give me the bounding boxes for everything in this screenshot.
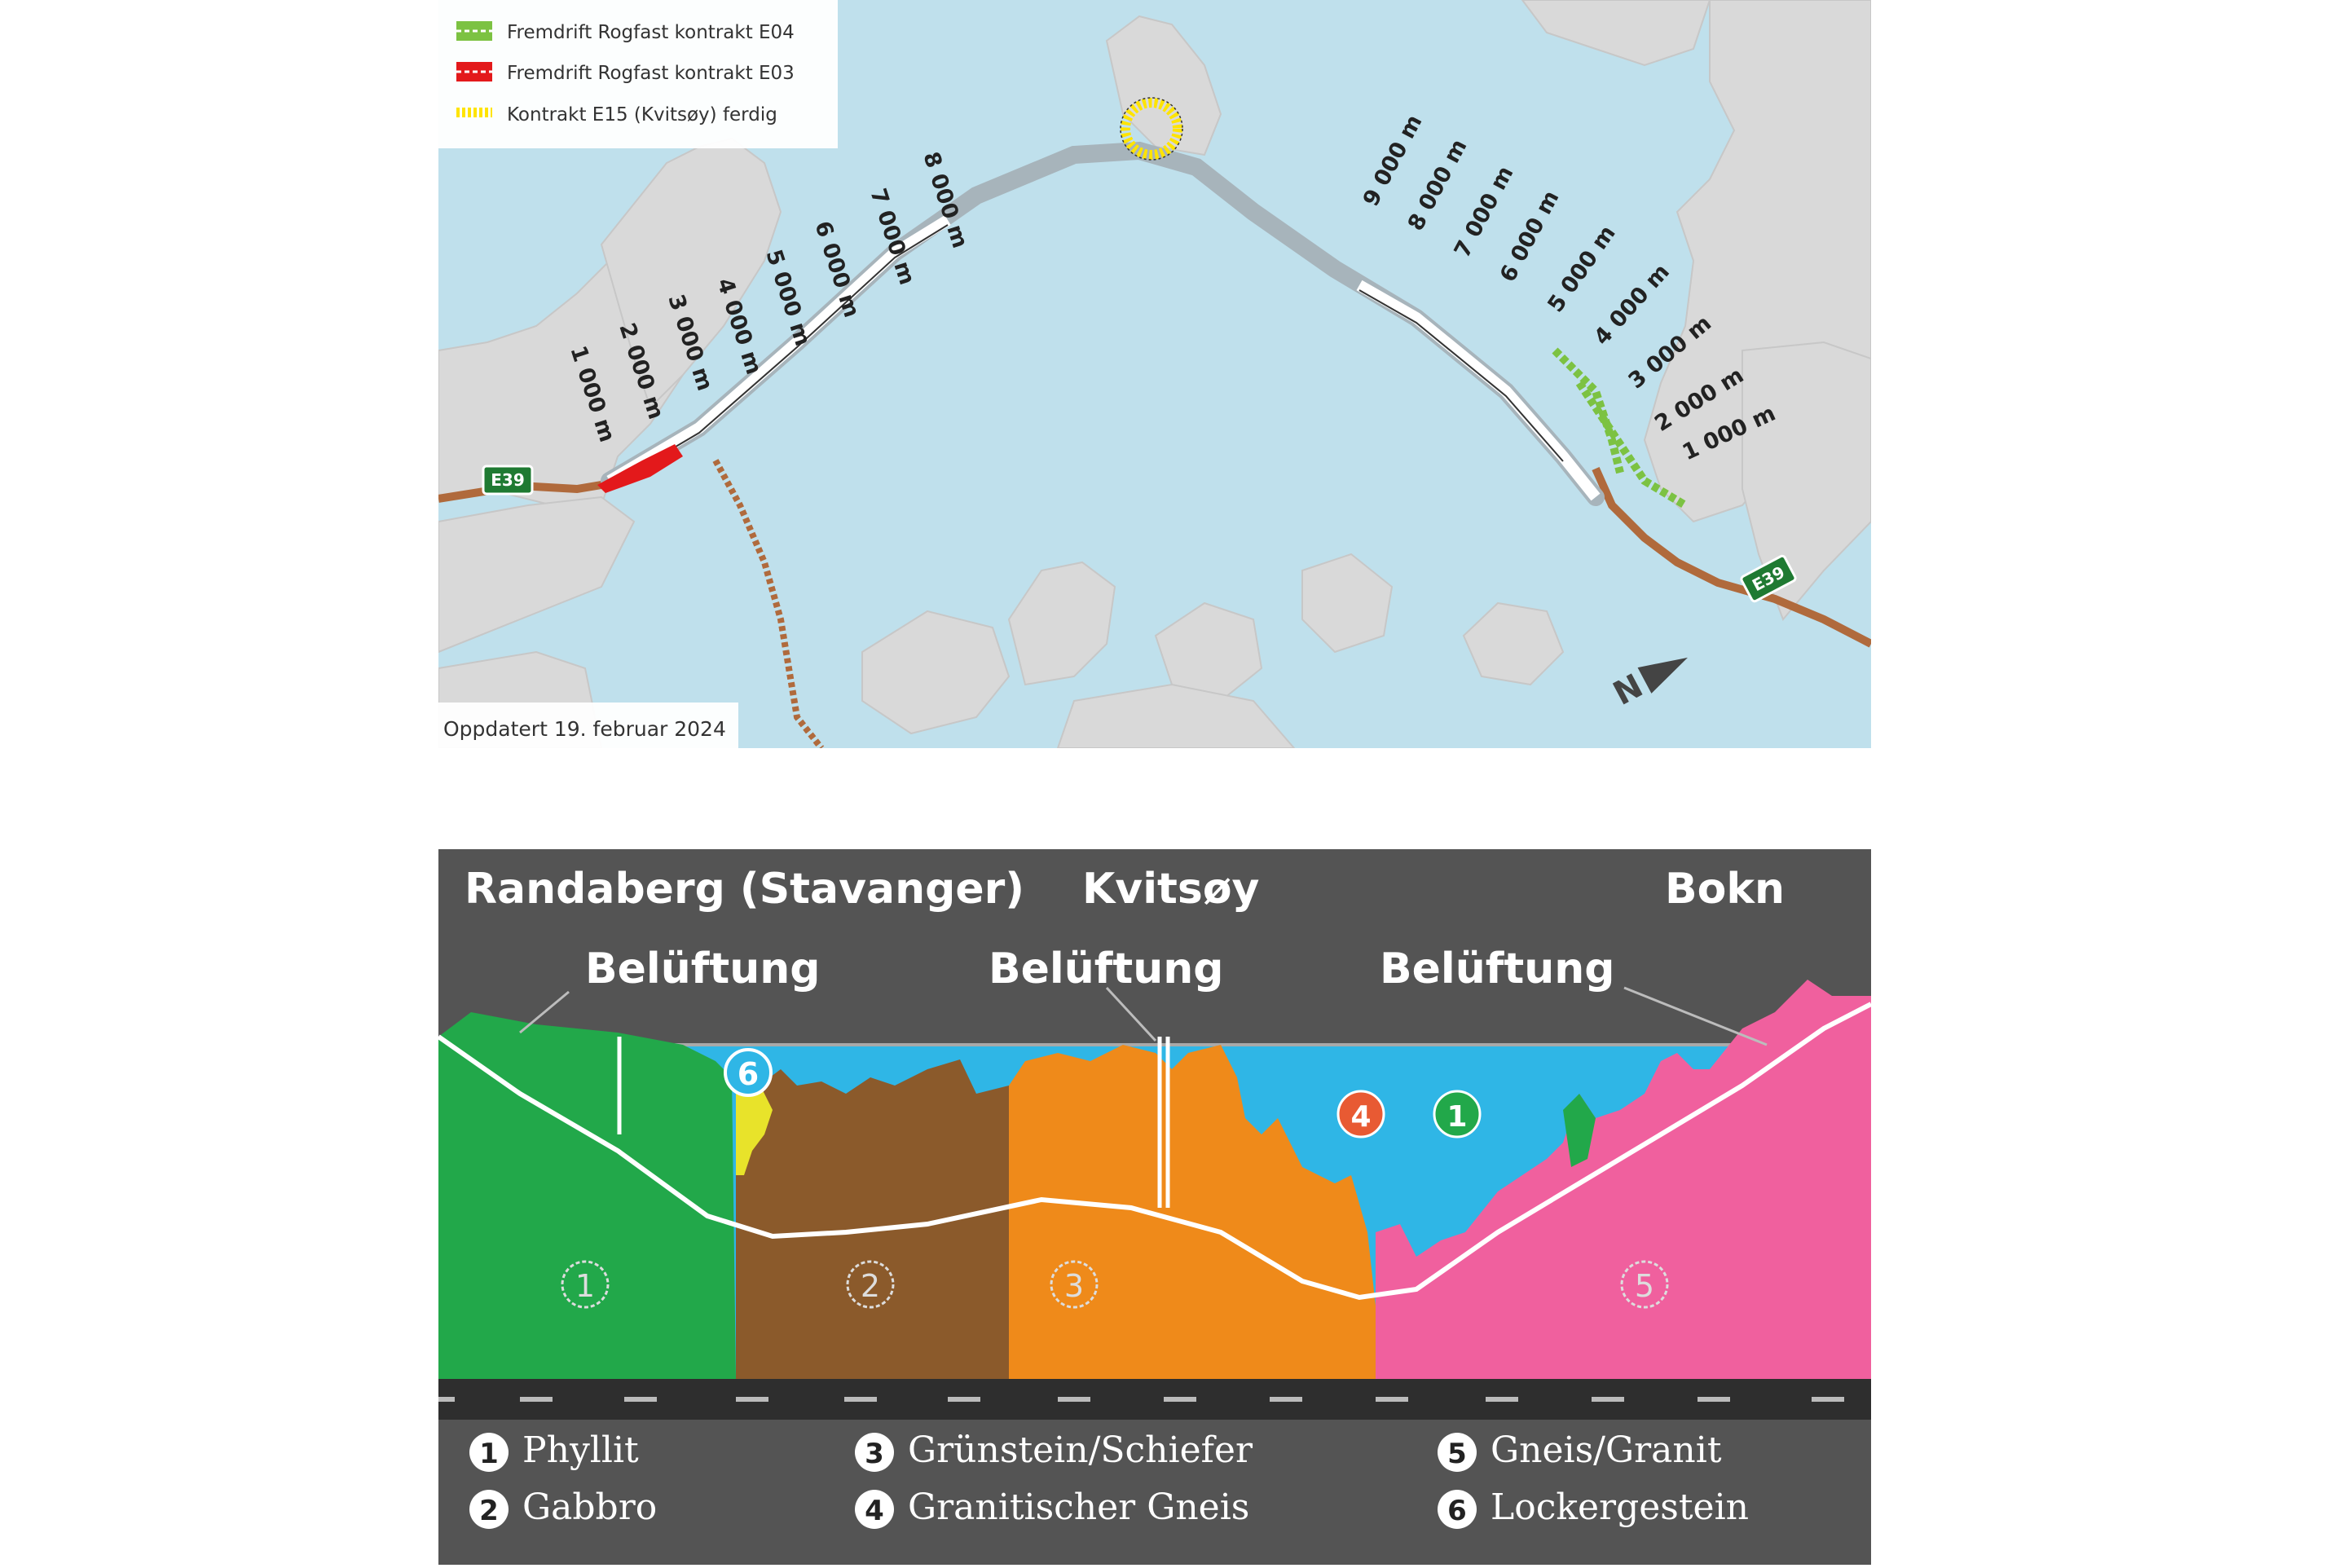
legend-item-e15: Kontrakt E15 (Kvitsøy) ferdig	[456, 104, 777, 126]
legend-item-gneiss: 5 Gneis/Granit	[1438, 1429, 1722, 1472]
svg-text:6: 6	[738, 1056, 759, 1092]
svg-text:2: 2	[479, 1495, 499, 1527]
ventilation-label: Belüftung	[585, 945, 821, 993]
svg-text:6: 6	[1447, 1495, 1467, 1527]
svg-text:5: 5	[1447, 1438, 1467, 1470]
map-canvas: 1 000 m 2 000 m 3 000 m 4 000 m 5 000 m …	[438, 0, 1874, 751]
svg-text:Granitischer Gneis: Granitischer Gneis	[908, 1487, 1249, 1528]
svg-text:Gneis/Granit: Gneis/Granit	[1491, 1429, 1722, 1471]
layer-greenstone	[1009, 1045, 1384, 1379]
legend-item-loose-sediment: 6 Lockergestein	[1438, 1487, 1749, 1529]
place-randaberg: Randaberg (Stavanger)	[465, 865, 1024, 914]
place-bokn: Bokn	[1665, 865, 1785, 914]
layer-phyllite	[438, 1012, 736, 1379]
land-masses	[438, 0, 1872, 749]
kvitsoy-ring	[1121, 98, 1182, 160]
marker-phyllite: 1	[575, 1268, 595, 1304]
tunnel-progress-west	[606, 215, 951, 487]
svg-text:1: 1	[1447, 1100, 1467, 1134]
legend-item-e04: Fremdrift Rogfast kontrakt E04	[456, 21, 795, 43]
svg-text:E39: E39	[491, 470, 525, 490]
tunnel-map: 1 000 m 2 000 m 3 000 m 4 000 m 5 000 m …	[438, 0, 1874, 751]
marker-greenstone: 3	[1064, 1268, 1084, 1304]
svg-text:Gabbro: Gabbro	[522, 1487, 657, 1528]
legend-item-granitic-gneiss: 4 Granitischer Gneis	[855, 1487, 1249, 1529]
marker-gneiss: 5	[1635, 1268, 1654, 1304]
svg-text:3: 3	[865, 1438, 884, 1470]
legend-item-greenstone: 3 Grünstein/Schiefer	[855, 1429, 1253, 1472]
ventilation-label: Belüftung	[1380, 945, 1615, 993]
svg-text:4: 4	[1350, 1100, 1371, 1134]
layer-loose-sediment	[736, 1077, 773, 1175]
marker-gabbro: 2	[861, 1268, 880, 1304]
svg-text:Lockergestein: Lockergestein	[1491, 1487, 1749, 1528]
svg-text:Phyllit: Phyllit	[522, 1429, 639, 1471]
geology-profile: Randaberg (Stavanger) Kvitsøy Bokn Belüf…	[437, 849, 1873, 1565]
marker-phyllite-sea: 1	[1433, 1090, 1482, 1139]
svg-text:Fremdrift Rogfast kontrakt E04: Fremdrift Rogfast kontrakt E04	[507, 22, 795, 43]
road-sign-west: E39	[482, 465, 534, 496]
marker-loose-sediment: 6	[724, 1048, 773, 1097]
marker-granitic-gneiss: 4	[1336, 1090, 1385, 1139]
legend-item-phyllite: 1 Phyllit	[469, 1429, 639, 1472]
distance-scale-bar	[438, 1379, 1871, 1420]
svg-text:Oppdatert 19. februar 2024: Oppdatert 19. februar 2024	[443, 717, 726, 741]
svg-text:Kontrakt E15 (Kvitsøy) ferdig: Kontrakt E15 (Kvitsøy) ferdig	[507, 104, 777, 126]
svg-text:1: 1	[479, 1438, 499, 1470]
updated-stamp: Oppdatert 19. februar 2024	[438, 703, 738, 748]
tunnel-profile-line	[437, 1002, 1873, 1301]
rock-legend: 1 Phyllit 2 Gabbro 3 Grünstein/Schiefer …	[469, 1429, 1749, 1529]
ferry-route	[712, 459, 825, 751]
road-e39-east	[1592, 466, 1874, 648]
legend-item-e03: Fremdrift Rogfast kontrakt E03	[456, 62, 795, 84]
svg-text:4: 4	[865, 1495, 884, 1527]
profile-canvas: Randaberg (Stavanger) Kvitsøy Bokn Belüf…	[437, 849, 1873, 1565]
legend-item-gabbro: 2 Gabbro	[469, 1487, 657, 1529]
svg-text:Fremdrift Rogfast kontrakt E03: Fremdrift Rogfast kontrakt E03	[507, 63, 795, 84]
ventilation-label: Belüftung	[989, 945, 1224, 993]
tunnel-progress-east	[1356, 280, 1601, 501]
map-legend: Fremdrift Rogfast kontrakt E04 Fremdrift…	[438, 0, 838, 148]
layer-gabbro	[736, 1059, 1017, 1379]
contract-e03-segment	[597, 444, 683, 493]
svg-text:Grünstein/Schiefer: Grünstein/Schiefer	[908, 1429, 1253, 1471]
place-kvitsoy: Kvitsøy	[1082, 865, 1259, 914]
